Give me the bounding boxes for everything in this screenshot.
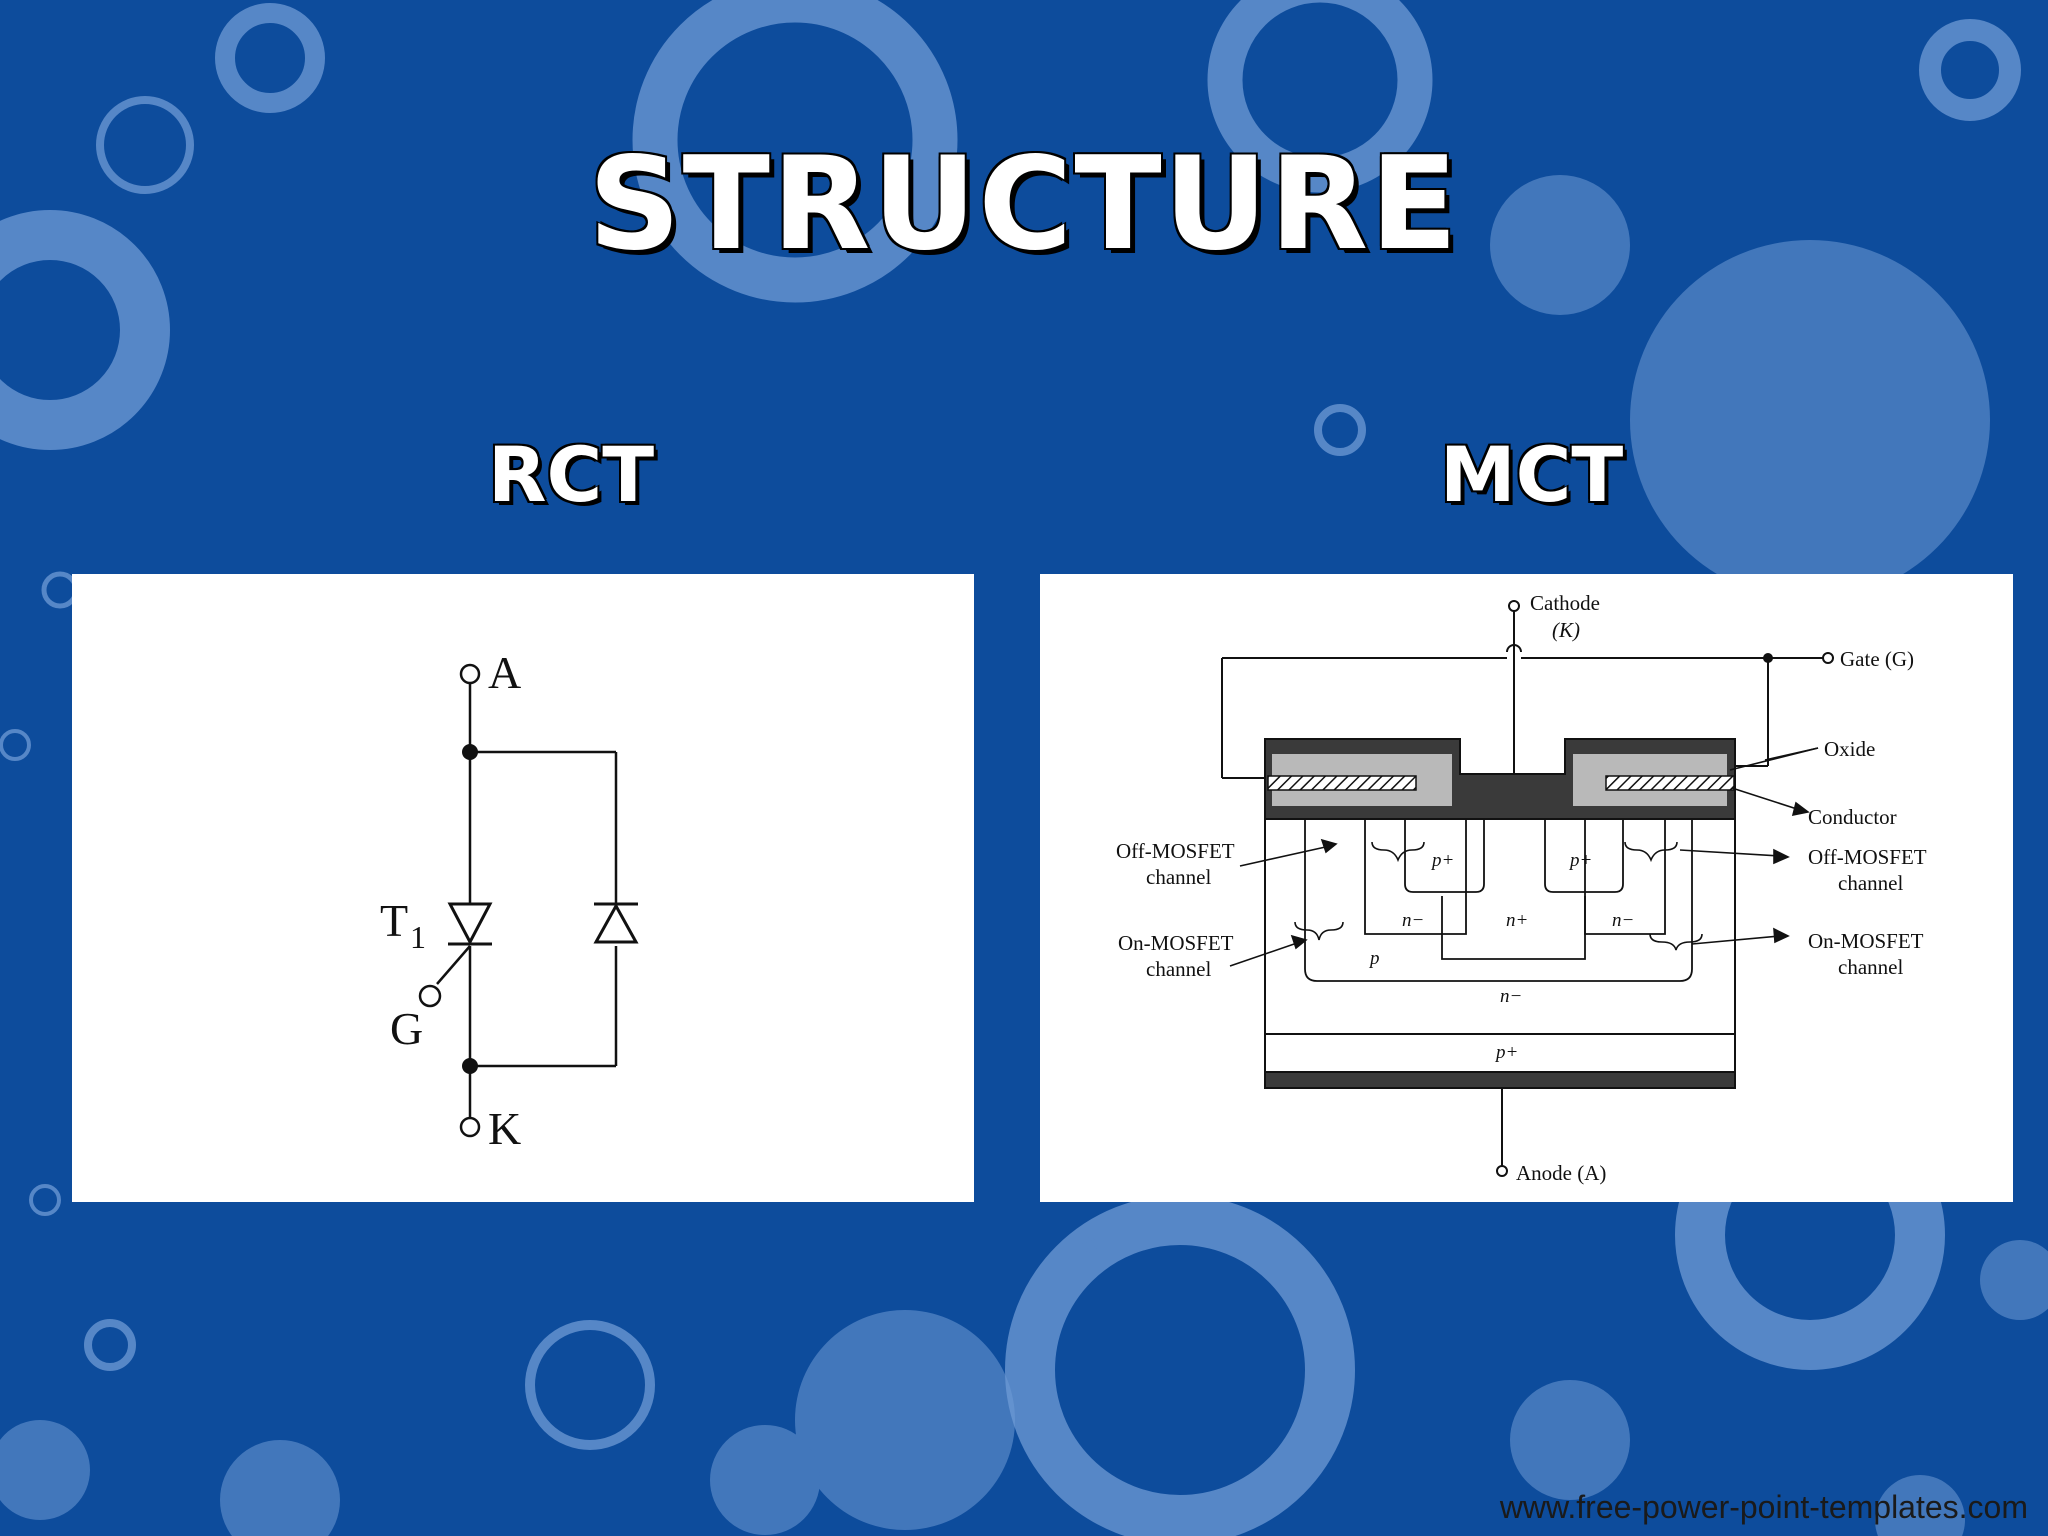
region-n-minus-drift: n− — [1500, 986, 1522, 1007]
off-channel-left-label-2: channel — [1146, 865, 1211, 889]
thyristor-label: T — [380, 895, 408, 946]
region-p: p — [1368, 948, 1380, 969]
slide-title: STRUCTURE — [588, 130, 1460, 279]
rct-diagram-panel: A K T 1 G — [72, 574, 974, 1202]
region-p-plus-left: p+ — [1430, 850, 1454, 871]
region-p-plus-right: p+ — [1568, 850, 1592, 871]
region-n-plus: n+ — [1506, 910, 1528, 931]
on-channel-right-label-2: channel — [1838, 955, 1903, 979]
off-channel-right-label: Off-MOSFET — [1808, 845, 1927, 869]
mct-diagram-panel: Cathode (K) Gate (G) Oxide Conductor Off… — [1040, 574, 2013, 1202]
on-channel-left-label-2: channel — [1146, 957, 1211, 981]
gate-label: Gate (G) — [1840, 647, 1914, 671]
region-p-plus-substrate: p+ — [1494, 1042, 1518, 1063]
cathode-label: Cathode — [1530, 591, 1600, 615]
conductor-label: Conductor — [1808, 805, 1897, 829]
anode-label: Anode (A) — [1516, 1161, 1606, 1185]
gate-terminal — [418, 984, 442, 1008]
region-n-minus-left: n− — [1402, 910, 1424, 931]
cathode-terminal — [459, 1116, 481, 1138]
cathode-label: K — [488, 1103, 521, 1154]
off-channel-left-label: Off-MOSFET — [1116, 839, 1235, 863]
rct-heading: RCT — [488, 430, 655, 519]
silicon-body — [1264, 818, 1736, 1045]
on-channel-right-label: On-MOSFET — [1808, 929, 1924, 953]
off-channel-right-label-2: channel — [1838, 871, 1903, 895]
mct-heading: MCT — [1440, 430, 1624, 519]
region-n-minus-right: n− — [1612, 910, 1634, 931]
anode-terminal — [459, 663, 481, 685]
antiparallel-diode-symbol — [593, 902, 639, 944]
thyristor-subscript: 1 — [410, 919, 426, 955]
gate-conductor-left — [1267, 775, 1417, 791]
oxide-label: Oxide — [1824, 737, 1875, 761]
thyristor-t1-symbol — [447, 902, 493, 946]
anode-label: A — [488, 647, 521, 698]
on-channel-left-label: On-MOSFET — [1118, 931, 1234, 955]
anode-metal — [1264, 1071, 1736, 1089]
website-footer: www.free-power-point-templates.com — [1499, 1489, 2028, 1525]
mct-cross-section: Cathode (K) Gate (G) Oxide Conductor Off… — [1116, 591, 1927, 1185]
gate-conductor-right — [1605, 775, 1735, 791]
gate-label: G — [390, 1003, 423, 1054]
cathode-symbol: (K) — [1552, 618, 1580, 642]
rct-circuit: A K T 1 G — [380, 647, 639, 1154]
